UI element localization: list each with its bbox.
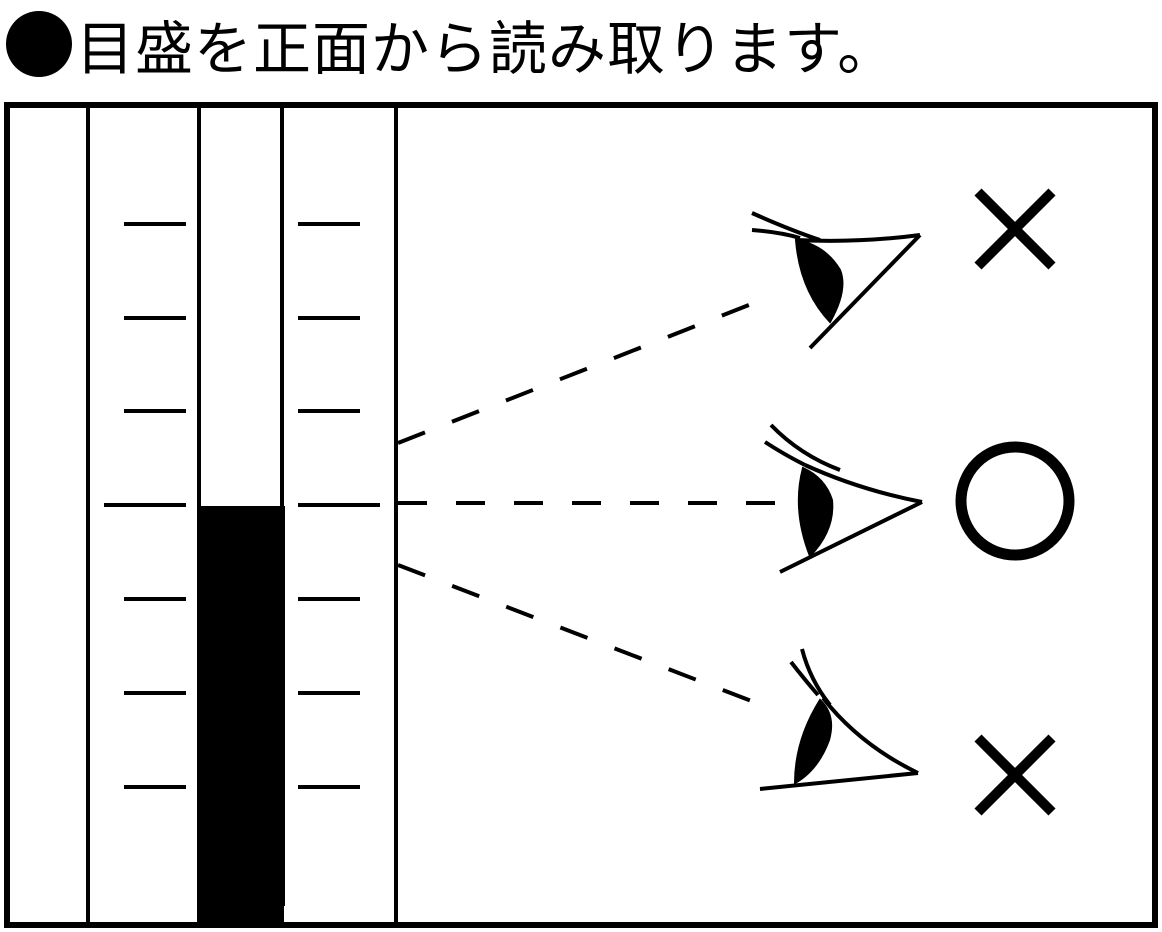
sightline-above xyxy=(397,301,755,445)
page-title: 目盛を正面から読み取ります。 xyxy=(6,4,896,84)
liquid-column xyxy=(197,506,285,925)
title-text: 目盛を正面から読み取ります。 xyxy=(76,15,897,83)
eye-below-icon xyxy=(759,648,919,791)
cross-mark-icon xyxy=(974,188,1056,270)
eye-level-icon xyxy=(763,423,923,574)
sightline-below xyxy=(397,563,755,704)
bullet-icon xyxy=(6,11,72,77)
circle-mark-icon xyxy=(955,441,1075,561)
eye-above-icon xyxy=(751,211,922,350)
cross-mark-icon xyxy=(974,734,1056,816)
scale-ticks-left xyxy=(104,222,186,789)
scale-ticks-right xyxy=(298,222,380,789)
diagram-frame xyxy=(4,102,1158,928)
